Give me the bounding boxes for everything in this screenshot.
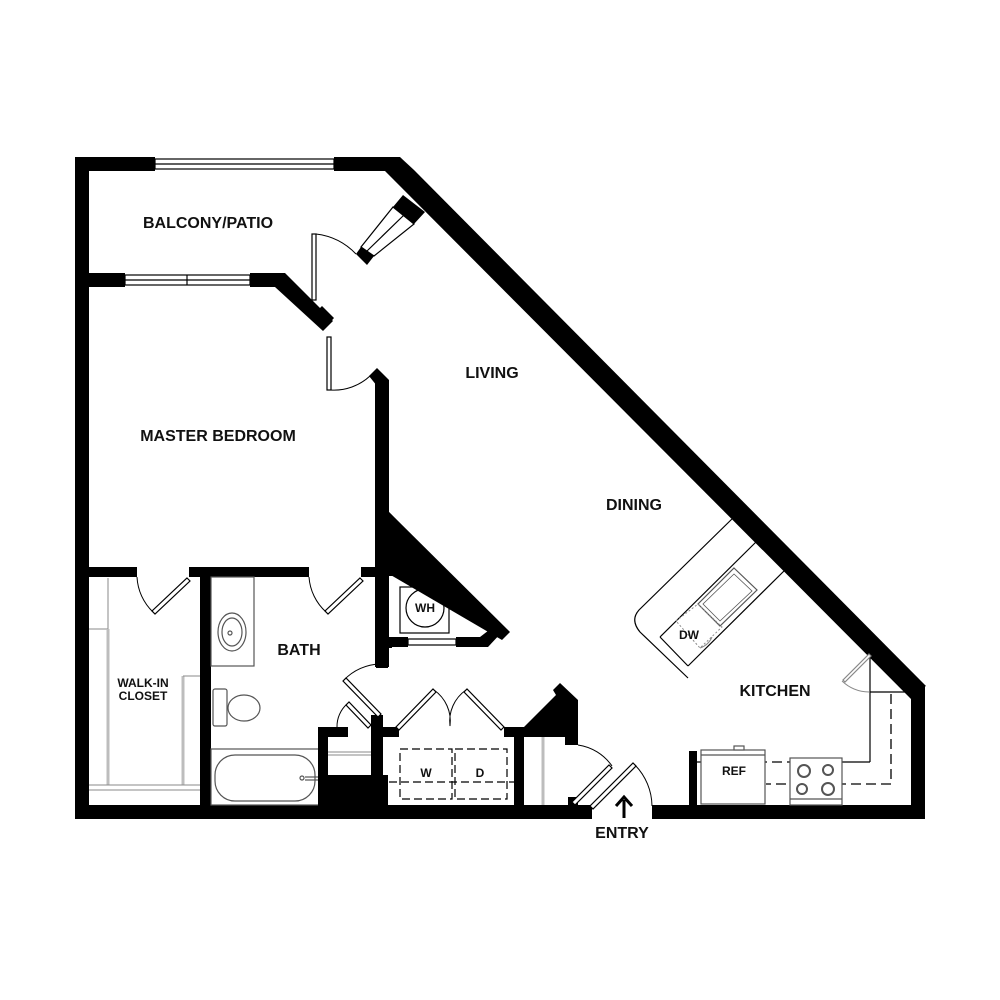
bath-door[interactable] (308, 576, 364, 615)
water-heater: WH (399, 586, 450, 634)
kitchen-sink (697, 567, 758, 627)
dishwasher: DW (675, 603, 723, 649)
closet-door[interactable] (136, 576, 191, 615)
diagonal-window (356, 195, 425, 265)
bath-vanity (210, 576, 255, 667)
hall-bath-door[interactable] (342, 660, 388, 718)
refrigerator-label: REF (722, 764, 746, 778)
range-stove (789, 757, 843, 806)
bathtub (210, 748, 320, 806)
top-window (154, 158, 335, 170)
washer: W (399, 748, 453, 800)
bedroom-south-wall (75, 567, 389, 819)
refrigerator: REF (700, 745, 766, 805)
laundry-walls (371, 727, 524, 819)
room-label-closet-line1: WALK-IN (117, 676, 168, 690)
linen-closet (328, 751, 371, 756)
room-label-living: LIVING (465, 365, 518, 382)
laundry-doors[interactable] (395, 688, 505, 731)
water-heater-label: WH (415, 601, 435, 615)
room-label-master-bedroom: MASTER BEDROOM (140, 428, 296, 445)
pantry (766, 652, 912, 785)
dryer: D (454, 748, 508, 800)
coat-closet-door[interactable] (571, 744, 613, 806)
entry-door[interactable] (589, 762, 653, 810)
coat-closet-walls (524, 683, 578, 817)
linen-door[interactable] (336, 701, 372, 729)
up-arrow-icon (614, 794, 634, 818)
room-label-closet-line2: CLOSET (119, 689, 168, 703)
dishwasher-label: DW (679, 628, 700, 642)
balcony-door[interactable] (311, 233, 357, 301)
entry-label: ENTRY (595, 825, 649, 842)
room-label-kitchen: KITCHEN (739, 683, 810, 700)
water-heater-closet (389, 512, 510, 647)
balcony-south-wall (75, 273, 334, 331)
kitchen-peninsula (634, 515, 788, 679)
bedroom-east-wall (369, 368, 389, 570)
bath-east-walls (318, 577, 399, 819)
washer-label: W (420, 766, 432, 780)
bedroom-door[interactable] (326, 336, 371, 391)
room-label-dining: DINING (606, 497, 662, 514)
room-label-balcony: BALCONY/PATIO (143, 215, 273, 232)
exterior-walls (75, 157, 926, 819)
room-label-bath: BATH (277, 642, 320, 659)
closet-shelving (89, 578, 200, 791)
toilet (212, 688, 261, 727)
dryer-label: D (476, 766, 485, 780)
